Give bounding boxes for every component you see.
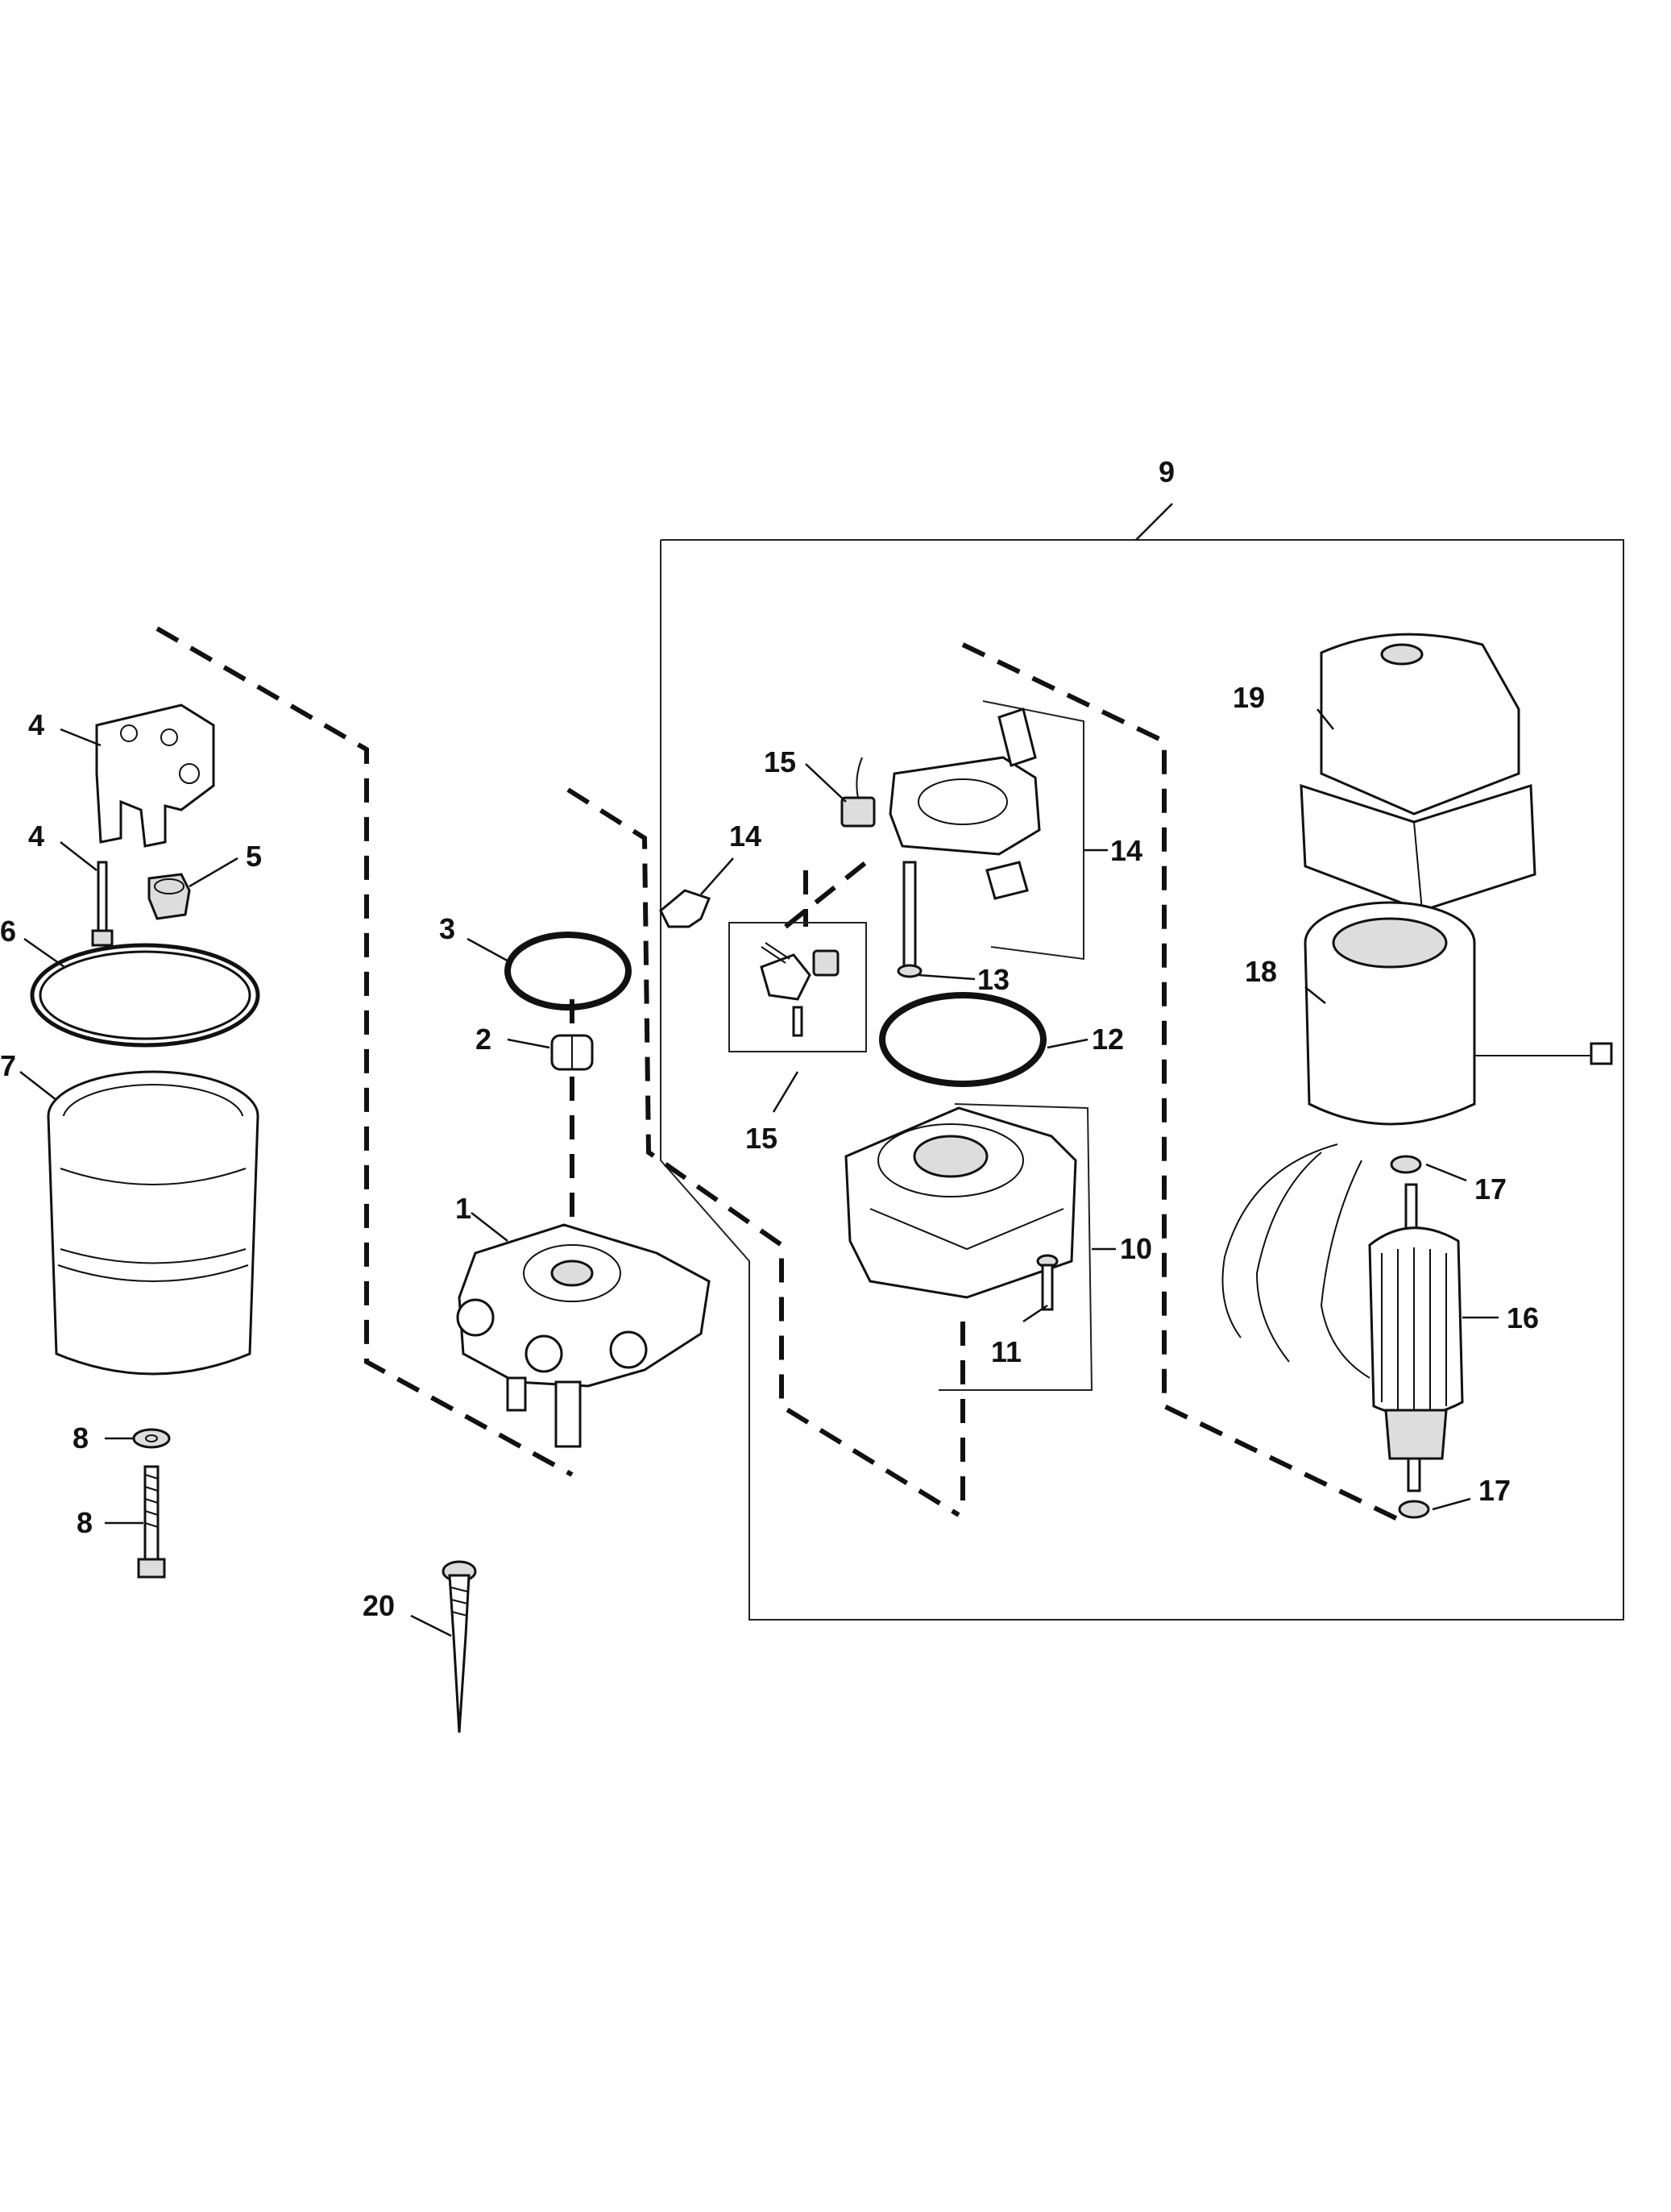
bolt-part-8 bbox=[137, 1465, 166, 1579]
leader-lines bbox=[19, 708, 1499, 1637]
through-bolt-part-13 bbox=[897, 861, 923, 978]
callout-4-lower: 4 bbox=[28, 820, 44, 853]
callout-12: 12 bbox=[1092, 1023, 1124, 1056]
valve-block-part bbox=[95, 703, 215, 848]
callout-7: 7 bbox=[0, 1049, 16, 1082]
callout-15-upper: 15 bbox=[764, 745, 796, 778]
callout-11: 11 bbox=[991, 1335, 1022, 1368]
callout-labels: 9 4 4 5 6 7 8 8 3 2 1 20 15 14 14 13 12 … bbox=[0, 455, 1539, 1622]
dipstick-part-20 bbox=[442, 1560, 477, 1733]
callout-4-upper: 4 bbox=[28, 708, 44, 741]
bolt-part-4 bbox=[91, 861, 114, 947]
callout-1: 1 bbox=[455, 1192, 471, 1225]
brush-part-15-upper bbox=[840, 757, 876, 828]
coupler-part-2 bbox=[550, 1034, 594, 1071]
callout-2: 2 bbox=[475, 1023, 491, 1056]
brush-holder-part-14 bbox=[889, 700, 1084, 961]
o-ring-part-6 bbox=[30, 943, 260, 1048]
callout-15-lower: 15 bbox=[745, 1122, 777, 1155]
callout-16: 16 bbox=[1507, 1301, 1539, 1334]
washer-part-17-lower bbox=[1398, 1500, 1430, 1519]
washer-part-17-upper bbox=[1390, 1155, 1422, 1174]
washer-part-8 bbox=[132, 1428, 171, 1449]
nut-part-5 bbox=[147, 873, 191, 920]
callout-8-bolt: 8 bbox=[77, 1506, 93, 1539]
callout-19: 19 bbox=[1233, 681, 1265, 714]
callout-14-right: 14 bbox=[1110, 834, 1142, 867]
o-ring-part-3 bbox=[504, 932, 632, 1011]
motor-cover-part-19 bbox=[1300, 633, 1536, 912]
screw-part-11 bbox=[1036, 1254, 1059, 1311]
assembly-9-frame bbox=[660, 503, 1624, 1621]
callout-13: 13 bbox=[977, 963, 1010, 996]
callout-17-lower: 17 bbox=[1478, 1474, 1511, 1507]
callout-9: 9 bbox=[1159, 455, 1175, 488]
o-ring-part-12 bbox=[879, 992, 1047, 1087]
field-housing-part-18 bbox=[1221, 901, 1613, 1379]
clip-part-14 bbox=[659, 889, 711, 928]
callout-6: 6 bbox=[0, 915, 16, 948]
brush-part-15-boxed bbox=[728, 922, 867, 1052]
pump-body-part-1 bbox=[456, 1223, 711, 1448]
callout-5: 5 bbox=[246, 840, 262, 873]
callout-18: 18 bbox=[1245, 955, 1277, 988]
callout-20: 20 bbox=[363, 1589, 395, 1622]
end-cap-part-10 bbox=[844, 1103, 1093, 1391]
callout-3: 3 bbox=[439, 912, 455, 945]
armature-part-16 bbox=[1368, 1183, 1464, 1492]
callout-10: 10 bbox=[1120, 1232, 1152, 1265]
callout-14-left: 14 bbox=[729, 820, 761, 853]
callout-8-washer: 8 bbox=[73, 1421, 89, 1455]
reservoir-part-7 bbox=[47, 1070, 259, 1376]
callout-17-upper: 17 bbox=[1474, 1172, 1507, 1206]
